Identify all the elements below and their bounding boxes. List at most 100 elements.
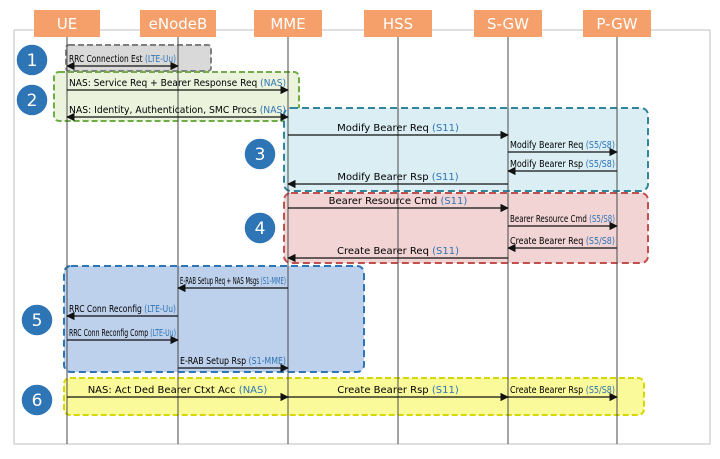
messages: RRC Connection Est (LTE-Uu) NAS: Service … <box>66 54 618 402</box>
message-16: NAS: Act Ded Bearer Ctxt Acc (NAS) <box>67 385 289 402</box>
step-number: 4 <box>255 219 266 239</box>
message-label: E-RAB Setup Rsp (S1-MME) <box>180 356 286 367</box>
message-label: RRC Connection Est (LTE-Uu) <box>69 54 176 65</box>
entity-label: S-GW <box>487 15 529 33</box>
step-number: 1 <box>27 51 38 71</box>
message-name: Modify Bearer Req <box>510 140 586 151</box>
message-17: Create Bearer Rsp (S11) <box>288 385 509 402</box>
group-5-box <box>63 265 365 373</box>
message-interface: (S5/S8) <box>586 385 615 396</box>
message-label: Modify Bearer Req (S11) <box>337 123 459 134</box>
message-12: E-RAB Setup Req + NAS Msgs (S1-MME) <box>177 276 288 293</box>
message-interface: (S1-MME) <box>249 356 287 367</box>
message-label: Create Bearer Rsp (S11) <box>337 385 459 396</box>
message-3: NAS: Identity, Authentication, SMC Procs… <box>66 105 289 122</box>
message-interface: (NAS) <box>239 385 268 396</box>
step-number: 5 <box>32 311 43 331</box>
message-interface: (NAS) <box>260 105 286 116</box>
message-name: Modify Bearer Rsp <box>337 172 431 183</box>
step-1-marker: 1 <box>15 43 49 77</box>
message-7: Modify Bearer Rsp (S11) <box>287 172 508 189</box>
message-name: Bearer Resource Cmd <box>510 214 589 225</box>
message-13: RRC Conn Reconfig (LTE-Uu) <box>66 304 178 321</box>
message-name: Modify Bearer Rsp <box>510 159 586 170</box>
entity-label: P-GW <box>596 15 637 33</box>
entity-label: MME <box>270 15 305 33</box>
message-name: E-RAB Setup Req + NAS Msgs <box>180 276 261 287</box>
entity-pgw: P-GW <box>583 10 651 37</box>
message-name: Create Bearer Req <box>337 246 432 257</box>
message-name: RRC Conn Reconfig Comp <box>69 328 150 339</box>
message-name: Bearer Resource Cmd <box>329 196 441 207</box>
message-interface: (S5/S8) <box>589 214 615 225</box>
message-5: Modify Bearer Req (S5/S8) <box>508 140 618 157</box>
message-9: Bearer Resource Cmd (S5/S8) <box>508 214 618 231</box>
message-name: Create Bearer Rsp <box>337 385 432 396</box>
message-name: Create Bearer Req <box>510 236 586 247</box>
message-label: RRC Conn Reconfig Comp (LTE-Uu) <box>69 328 176 339</box>
step-number: 3 <box>255 145 266 165</box>
message-interface: (LTE-Uu) <box>145 54 176 65</box>
message-label: Modify Bearer Rsp (S11) <box>337 172 458 183</box>
message-label: Create Bearer Req (S11) <box>337 246 459 257</box>
message-interface: (S1-MME) <box>261 276 286 287</box>
message-label: Bearer Resource Cmd (S5/S8) <box>510 214 615 225</box>
message-10: Create Bearer Req (S5/S8) <box>507 236 617 253</box>
entity-label: eNodeB <box>149 15 208 33</box>
message-interface: (S5/S8) <box>586 236 615 247</box>
entity-enodeb: eNodeB <box>140 10 216 37</box>
entity-headers: UE eNodeB MME HSS S-GW P-GW <box>34 10 651 37</box>
message-name: NAS: Identity, Authentication, SMC Procs <box>69 105 260 116</box>
message-label: Create Bearer Req (S5/S8) <box>510 236 615 247</box>
step-4-marker: 4 <box>243 211 277 245</box>
entity-label: UE <box>57 15 77 33</box>
message-interface: (S11) <box>432 172 459 183</box>
entity-sgw: S-GW <box>474 10 542 37</box>
group-3-box <box>283 107 649 192</box>
message-label: Bearer Resource Cmd (S11) <box>329 196 468 207</box>
message-interface: (LTE-Uu) <box>144 304 176 315</box>
message-interface: (S11) <box>432 246 459 257</box>
message-interface: (NAS) <box>260 78 286 89</box>
message-name: Modify Bearer Req <box>337 123 432 134</box>
step-5-marker: 5 <box>20 303 54 337</box>
step-6-marker: 6 <box>20 383 54 417</box>
entity-ue: UE <box>34 10 100 37</box>
message-4: Modify Bearer Req (S11) <box>288 123 509 140</box>
message-1: RRC Connection Est (LTE-Uu) <box>66 54 179 71</box>
message-interface: (S11) <box>432 385 459 396</box>
message-name: RRC Connection Est <box>69 54 145 65</box>
step-markers: 1 2 3 4 5 6 <box>15 43 277 417</box>
lifelines <box>66 37 618 444</box>
message-name: RRC Conn Reconfig <box>69 304 144 315</box>
message-8: Bearer Resource Cmd (S11) <box>288 196 509 213</box>
step-number: 6 <box>32 391 43 411</box>
message-name: Create Bearer Rsp <box>510 385 586 396</box>
step-2-marker: 2 <box>15 83 49 117</box>
message-name: NAS: Act Ded Bearer Ctxt Acc <box>88 385 239 396</box>
message-18: Create Bearer Rsp (S5/S8) <box>508 385 618 402</box>
message-15: E-RAB Setup Rsp (S1-MME) <box>178 356 289 373</box>
message-2: NAS: Service Req + Bearer Response Req (… <box>67 78 289 95</box>
message-label: NAS: Identity, Authentication, SMC Procs… <box>69 105 286 116</box>
message-label: Modify Bearer Req (S5/S8) <box>510 140 615 151</box>
message-interface: (LTE-Uu) <box>150 328 176 339</box>
entity-mme: MME <box>254 10 322 37</box>
message-label: Create Bearer Rsp (S5/S8) <box>510 385 615 396</box>
entity-label: HSS <box>383 15 413 33</box>
group-4-box <box>283 192 649 264</box>
step-number: 2 <box>27 91 38 111</box>
message-label: RRC Conn Reconfig (LTE-Uu) <box>69 304 176 315</box>
message-label: E-RAB Setup Req + NAS Msgs (S1-MME) <box>180 276 286 287</box>
message-interface: (S5/S8) <box>586 159 615 170</box>
message-6: Modify Bearer Rsp (S5/S8) <box>507 159 617 176</box>
message-interface: (S11) <box>440 196 467 207</box>
message-interface: (S5/S8) <box>586 140 615 151</box>
step-3-marker: 3 <box>243 137 277 171</box>
message-label: Modify Bearer Rsp (S5/S8) <box>510 159 615 170</box>
message-interface: (S11) <box>432 123 459 134</box>
message-11: Create Bearer Req (S11) <box>287 246 508 263</box>
message-name: E-RAB Setup Rsp <box>180 356 249 367</box>
step-groups <box>53 44 649 416</box>
